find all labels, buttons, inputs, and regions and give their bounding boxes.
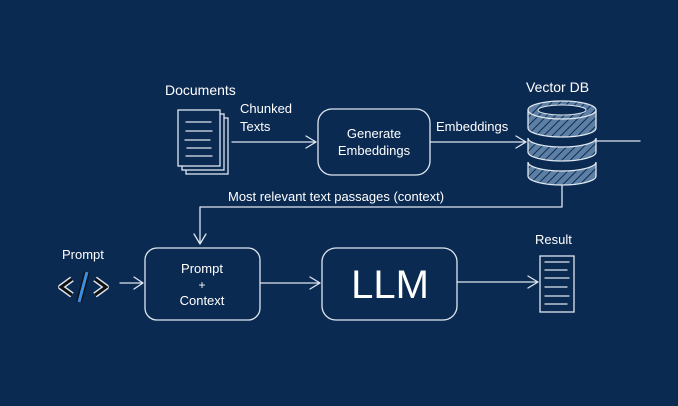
arrow-combine-to-llm [259,276,321,290]
arrow-llm-to-result [456,275,539,289]
context-label: Most relevant text passages (context) [228,189,444,204]
combine-label-1: Prompt [181,261,223,276]
document-icon [539,255,575,313]
llm-label: LLM [351,263,429,307]
generate-embeddings-node: Generate Embeddings [317,108,431,176]
arrow-documents-to-generate [231,135,317,149]
generate-label-2: Embeddings [338,143,411,158]
document-stack-icon [177,109,229,175]
result-label: Result [535,232,572,247]
vectordb-label: Vector DB [526,79,589,95]
prompt-context-node: Prompt + Context [144,247,261,321]
arrow-generate-to-db [429,135,527,149]
chunked-label-2: Texts [240,119,271,134]
combine-label-3: Context [180,293,225,308]
llm-node: LLM [321,247,458,321]
database-icon [527,100,597,186]
generate-label-1: Generate [347,126,401,141]
documents-label: Documents [165,82,236,98]
arrow-prompt-to-combine [119,276,144,290]
embeddings-label: Embeddings [436,119,509,134]
chunked-label-1: Chunked [240,101,292,116]
combine-label-2: + [198,278,205,292]
prompt-label: Prompt [62,247,104,262]
code-icon [58,271,109,303]
arrow-db-to-combine [193,185,563,245]
